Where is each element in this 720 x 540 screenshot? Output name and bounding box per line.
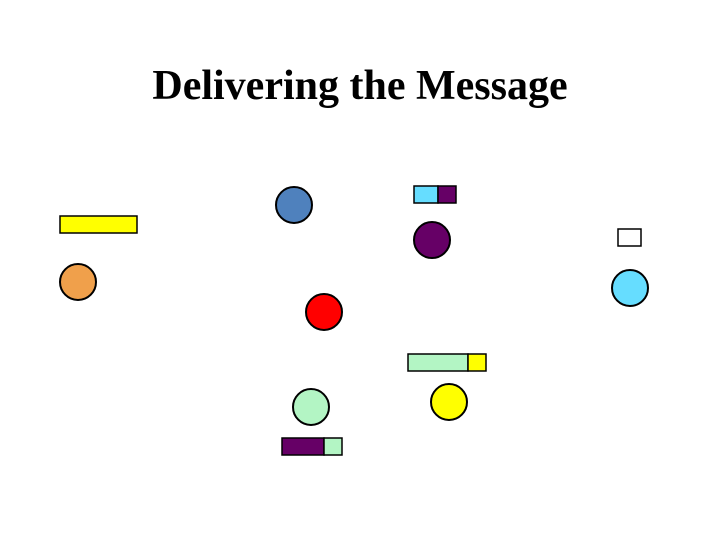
yellow-message-segment	[467, 353, 487, 372]
yellow-message	[59, 215, 138, 234]
purple-green-message	[281, 437, 343, 456]
yellow-circle-node	[430, 383, 468, 421]
purple-message-segment	[437, 185, 457, 204]
skyblue-purple-message	[413, 185, 457, 204]
green-message-segment	[323, 437, 343, 456]
yellow-message-segment	[59, 215, 138, 234]
green-message-segment	[407, 353, 469, 372]
blue-circle-node	[275, 186, 313, 224]
red-circle-node	[305, 293, 343, 331]
empty-message	[617, 228, 642, 247]
purple-message-segment	[281, 437, 325, 456]
green-circle-node	[292, 388, 330, 426]
purple-circle-node	[413, 221, 451, 259]
green-yellow-message	[407, 353, 487, 372]
slide-title: Delivering the Message	[152, 63, 568, 109]
empty-message-segment	[617, 228, 642, 247]
orange-circle-node	[59, 263, 97, 301]
skyblue-message-segment	[413, 185, 439, 204]
skyblue-circle-node	[611, 269, 649, 307]
